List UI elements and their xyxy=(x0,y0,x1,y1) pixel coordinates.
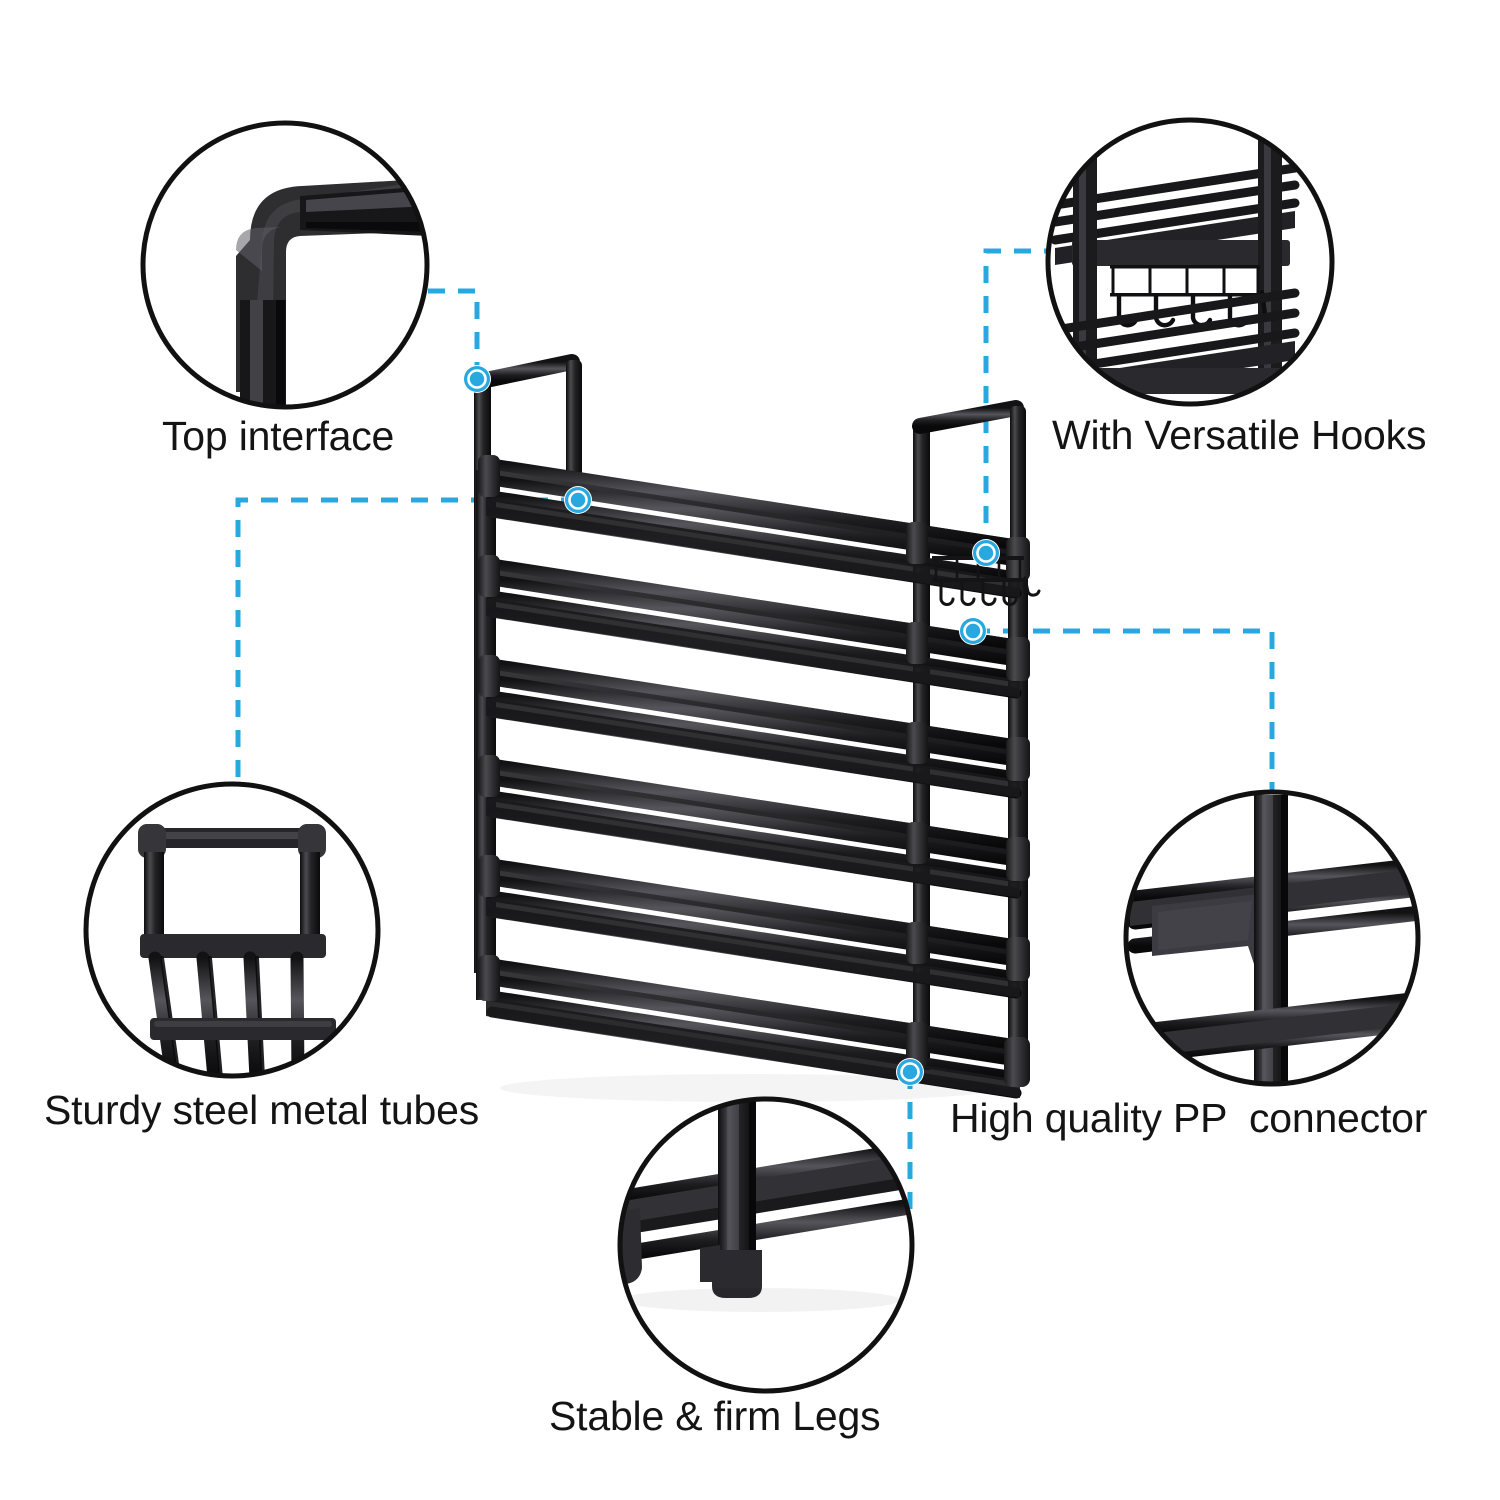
anchor-dot-top-interface xyxy=(463,365,491,393)
connector-sturdy-tubes xyxy=(235,497,578,788)
callout-circle-sturdy-tubes xyxy=(83,781,381,1079)
callout-label-high-quality-pp-connector: High quality PP connector xyxy=(950,1095,1428,1141)
rack-tier-4 xyxy=(478,755,1030,899)
rack-tier-6 xyxy=(478,955,1030,1099)
callout-label-sturdy-steel-metal-tubes: Sturdy steel metal tubes xyxy=(44,1087,480,1133)
callout-circle-top-interface xyxy=(140,120,430,410)
anchor-dot-versatile-hooks xyxy=(972,539,1000,567)
shoe-rack-product xyxy=(473,354,1041,1102)
callout-circle-pp-connector xyxy=(1123,789,1421,1087)
rack-tier-5 xyxy=(478,855,1030,999)
connector-top-interface xyxy=(421,288,480,379)
callout-label-stable-firm-legs: Stable & firm Legs xyxy=(549,1393,881,1439)
connector-versatile-hooks xyxy=(983,248,1062,553)
rack-tier-2 xyxy=(478,555,1030,699)
connector-pp-connector xyxy=(973,628,1275,795)
rack-post-front-left xyxy=(476,470,496,1000)
anchor-dot-stable-legs xyxy=(896,1058,924,1086)
callout-anchor-dots xyxy=(463,365,1000,1086)
rack-handrail-right-post xyxy=(1010,406,1026,556)
callout-circle-stable-legs xyxy=(617,1096,915,1394)
callout-label-top-interface: Top interface xyxy=(162,413,395,459)
callout-connector-lines xyxy=(235,248,1275,1251)
rack-handrail-left-post xyxy=(566,360,582,486)
anchor-dot-sturdy-tubes xyxy=(564,486,592,514)
anchor-dot-pp-connector xyxy=(959,617,987,645)
callout-circle-versatile-hooks xyxy=(1045,117,1335,407)
rack-handrail-left xyxy=(473,354,580,389)
callout-label-versatile-hooks: With Versatile Hooks xyxy=(1052,412,1427,458)
rack-tier-3 xyxy=(478,655,1030,799)
rack-handrail-right xyxy=(912,400,1024,434)
